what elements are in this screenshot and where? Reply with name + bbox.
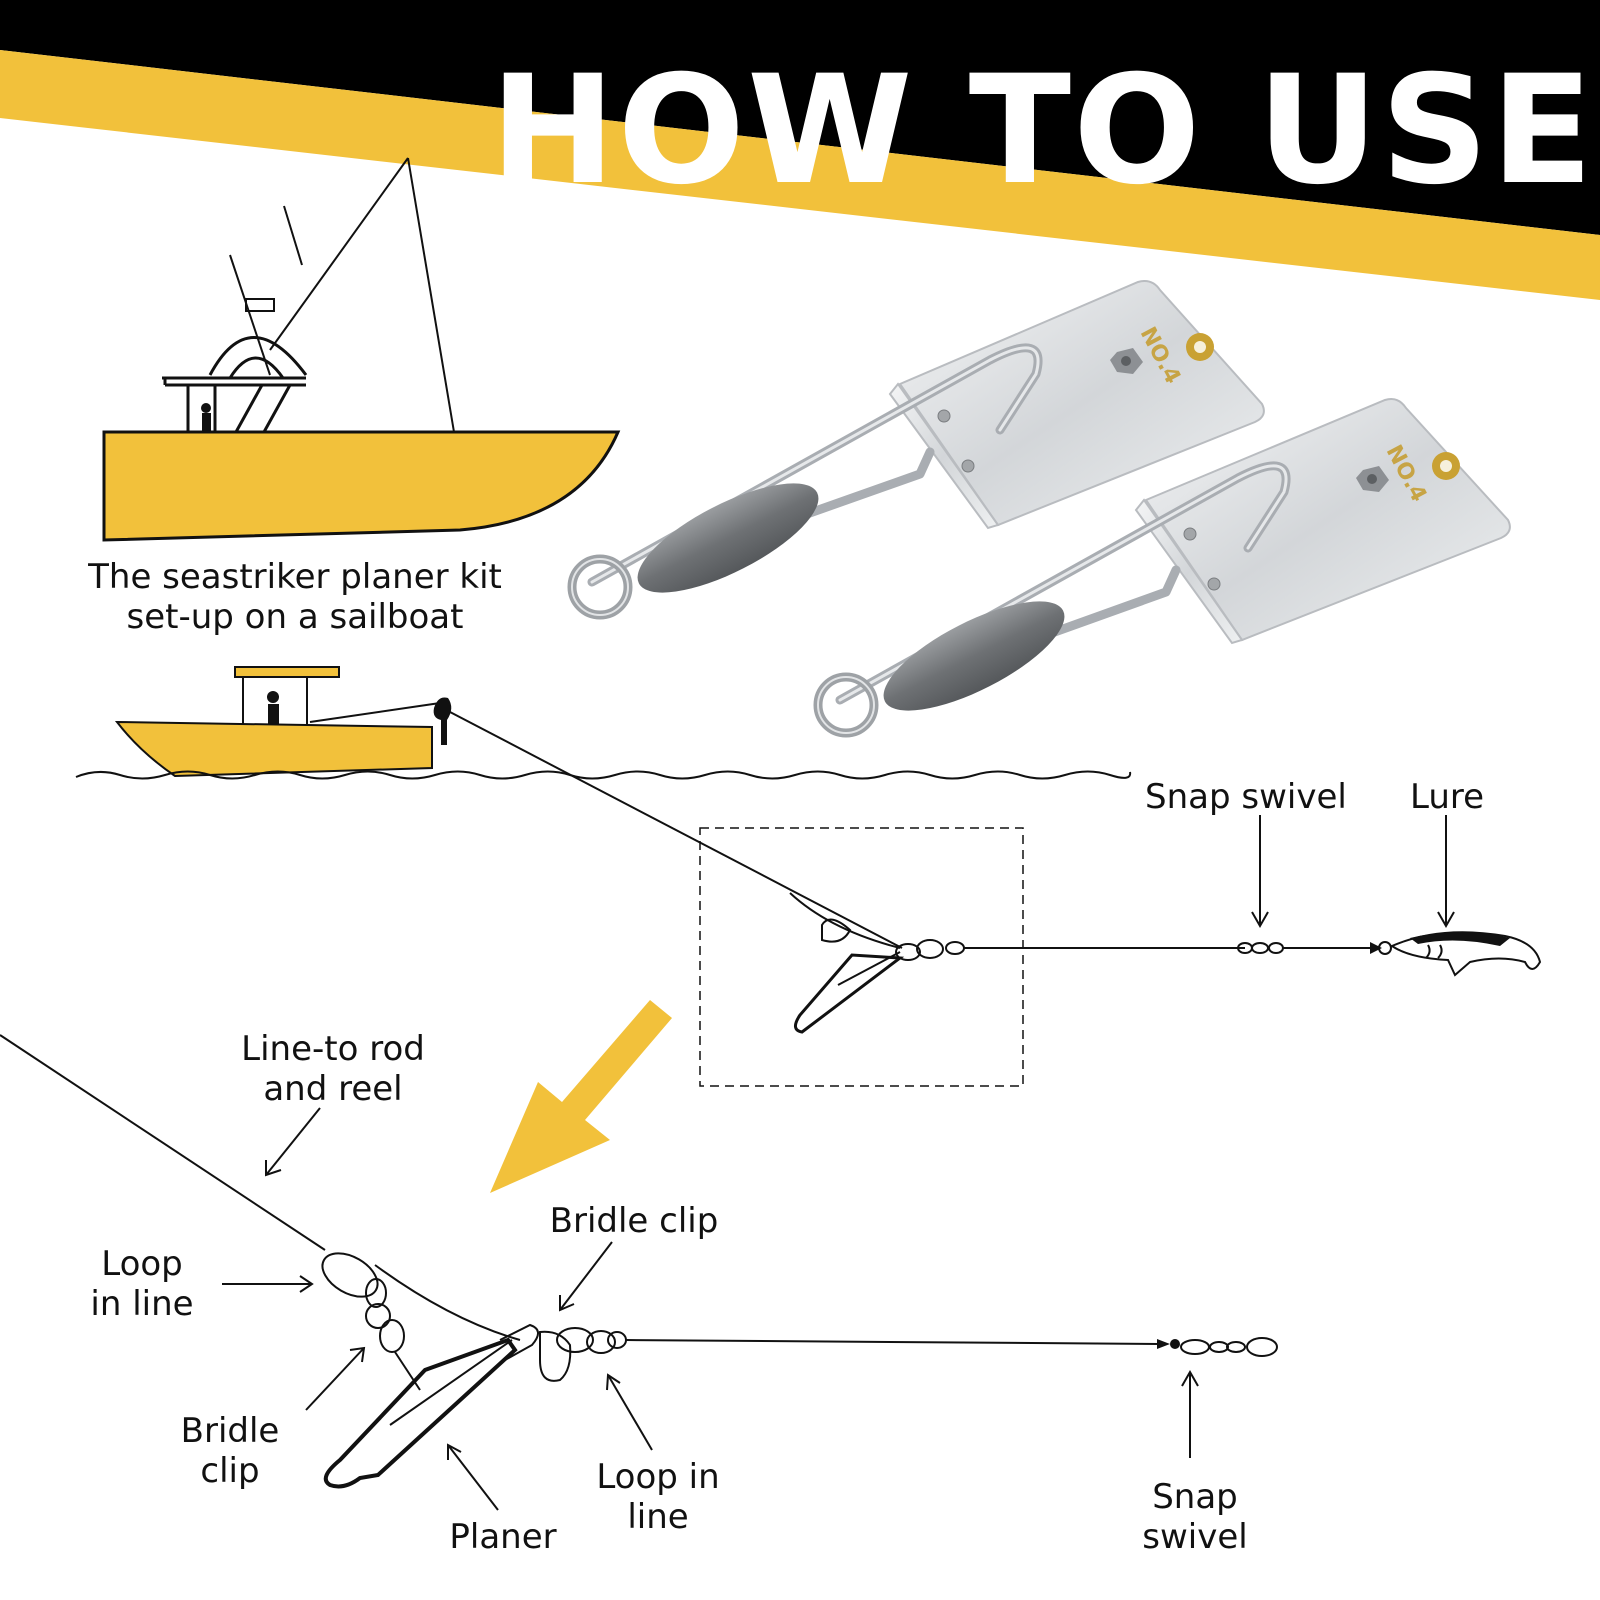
label-line-to-rod-1: Line-to rod	[241, 1029, 425, 1069]
upper-rig-diagram	[449, 711, 1542, 1087]
arrow-snap-swivel-top	[1251, 815, 1269, 929]
zoom-arrow-icon	[490, 1000, 672, 1193]
label-line-to-rod-2: and reel	[263, 1069, 402, 1109]
label-loop-left-2: in line	[90, 1284, 193, 1324]
trolling-boat	[75, 666, 1132, 780]
planer-product-2: NO.4	[813, 398, 1511, 738]
page-title: HOW TO USE	[490, 44, 1595, 218]
caption-line-1: The seastriker planer kit	[87, 557, 502, 597]
label-planer: Planer	[449, 1517, 556, 1557]
arrow-planer	[447, 1443, 499, 1511]
black-banner	[0, 0, 1600, 235]
label-snap-swivel-bottom-2: swivel	[1142, 1517, 1247, 1557]
lead-weight-2	[883, 601, 1065, 711]
label-loop-left-1: Loop	[101, 1244, 183, 1284]
outboard-motor-icon	[433, 697, 452, 745]
label-snap-swivel-bottom-1: Snap	[1152, 1477, 1238, 1517]
trolling-boat-hull	[114, 720, 433, 778]
label-bridle-clip-left-2: clip	[200, 1451, 259, 1491]
planer-drawing	[323, 1337, 518, 1489]
label-loop-right-1: Loop in	[596, 1457, 719, 1497]
label-snap-swivel-top: Snap swivel	[1145, 777, 1347, 817]
arrow-loop-right	[606, 1373, 653, 1451]
arrow-snap-swivel-bottom	[1181, 1369, 1199, 1458]
lead-weight	[637, 483, 819, 593]
sailboat-hull	[102, 430, 621, 542]
arrow-bridle-clip-top	[559, 1241, 613, 1312]
label-bridle-clip-left-1: Bridle	[181, 1411, 280, 1451]
yellow-stripe	[0, 50, 1600, 300]
zoom-box	[699, 827, 1024, 1087]
lower-rig-diagram	[0, 1034, 1278, 1489]
label-bridle-clip-top: Bridle clip	[550, 1201, 719, 1241]
planer-product-1: NO.4	[567, 280, 1265, 620]
arrow-lure	[1437, 815, 1455, 929]
sailboat-illustration	[102, 157, 621, 542]
arrow-loop-left	[222, 1275, 314, 1293]
label-loop-right-2: line	[627, 1497, 688, 1537]
snap-swivel-loop	[1246, 1337, 1278, 1357]
arrow-bridle-clip-left	[305, 1346, 366, 1411]
water-surface	[75, 770, 1132, 780]
header-banner: HOW TO USE	[0, 0, 1600, 300]
arrow-line-to-rod	[265, 1107, 321, 1177]
caption-line-2: set-up on a sailboat	[127, 597, 464, 637]
label-lure: Lure	[1410, 777, 1484, 817]
